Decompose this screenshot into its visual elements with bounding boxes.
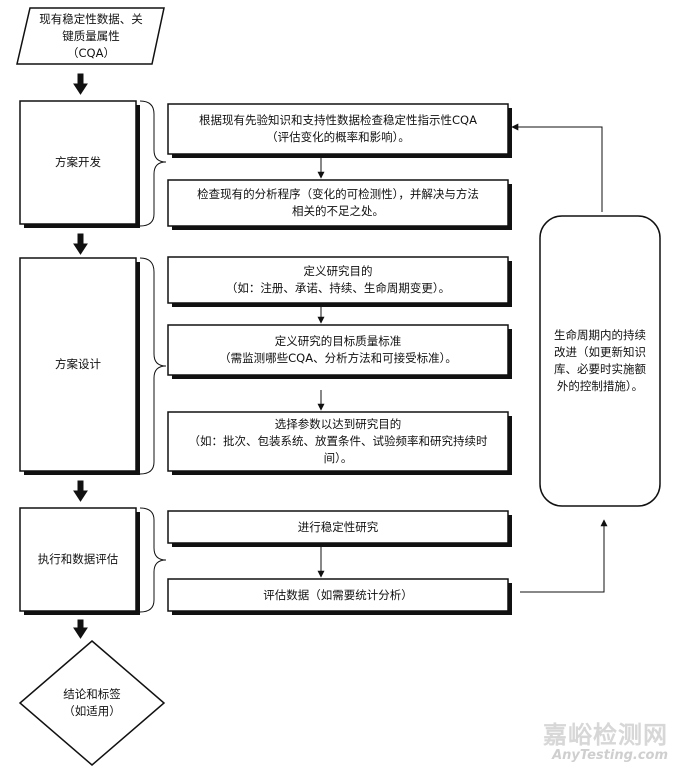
phase-execution-label: 执行和数据评估 xyxy=(37,552,119,566)
step-check-methods-text: 检查现有的分析程序（变化的可检测性），并解决与方法相关的不足之处。 xyxy=(197,187,479,218)
conclusion-text: 结论和标签（如适用） xyxy=(63,687,121,718)
lifecycle-box xyxy=(539,215,661,507)
conclusion-diamond xyxy=(18,640,166,766)
brace-development xyxy=(139,100,167,227)
step-check-methods-box xyxy=(167,179,509,227)
step-evaluate-box xyxy=(167,578,509,612)
feedback-loop xyxy=(511,123,608,593)
step-define-purpose-text: 定义研究目的（如：注册、承诺、持续、生命周期变更）。 xyxy=(225,264,451,295)
watermark-cn: 嘉峪检测网 xyxy=(543,721,668,749)
phase-design-label: 方案设计 xyxy=(55,357,101,371)
step-define-target-text: 定义研究的目标质量标准（需监测哪些CQA、分析方法和可接受标准）。 xyxy=(219,334,457,365)
input-parallelogram xyxy=(16,7,165,65)
step-select-params-text: 选择参数以达到研究目的（如：批次、包装系统、放置条件、试验频率和研究持续时间）。 xyxy=(188,417,488,465)
step-run-study-text: 进行稳定性研究 xyxy=(297,519,379,534)
step-evaluate-text: 评估数据（如需要统计分析） xyxy=(263,587,413,602)
step-run-study-box xyxy=(167,510,509,544)
watermark: 嘉峪检测网 AnyTesting.com xyxy=(543,715,668,763)
lifecycle-text: 生命周期内的持续改进（如更新知识库、必要时实施额外的控制措施）。 xyxy=(554,328,646,393)
phase-design-box xyxy=(19,257,137,472)
watermark-en: AnyTesting.com xyxy=(552,748,668,763)
step-define-target-box xyxy=(167,324,509,376)
step-select-params-box xyxy=(167,411,509,472)
step-define-purpose-box xyxy=(167,256,509,304)
input-text: 现有稳定性数据、关键质量属性（CQA） xyxy=(39,11,143,60)
brace-execution xyxy=(139,507,167,613)
step-check-knowledge-box xyxy=(167,103,509,155)
phase-development-box xyxy=(19,100,137,225)
phase-development-label: 方案开发 xyxy=(55,155,101,169)
step-check-knowledge-text: 根据现有先验知识和支持性数据检查稳定性指示性CQA（评估变化的概率和影响）。 xyxy=(199,113,477,144)
phase-execution-box xyxy=(19,507,137,612)
phase-arrows xyxy=(73,73,88,639)
brace-design xyxy=(139,257,167,475)
